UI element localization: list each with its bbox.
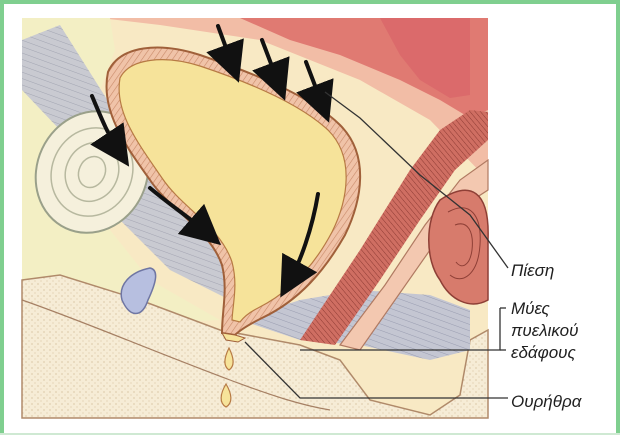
label-pressure: Πίεση xyxy=(511,260,554,282)
label-pelvic-line-2: πυελικού xyxy=(511,320,578,342)
label-pelvic-line-3: εδάφους xyxy=(511,342,578,364)
label-pelvic-floor-muscles: Μύες πυελικού εδάφους xyxy=(511,298,578,364)
label-urethra: Ουρήθρα xyxy=(511,391,581,413)
label-pelvic-line-1: Μύες xyxy=(511,298,578,320)
